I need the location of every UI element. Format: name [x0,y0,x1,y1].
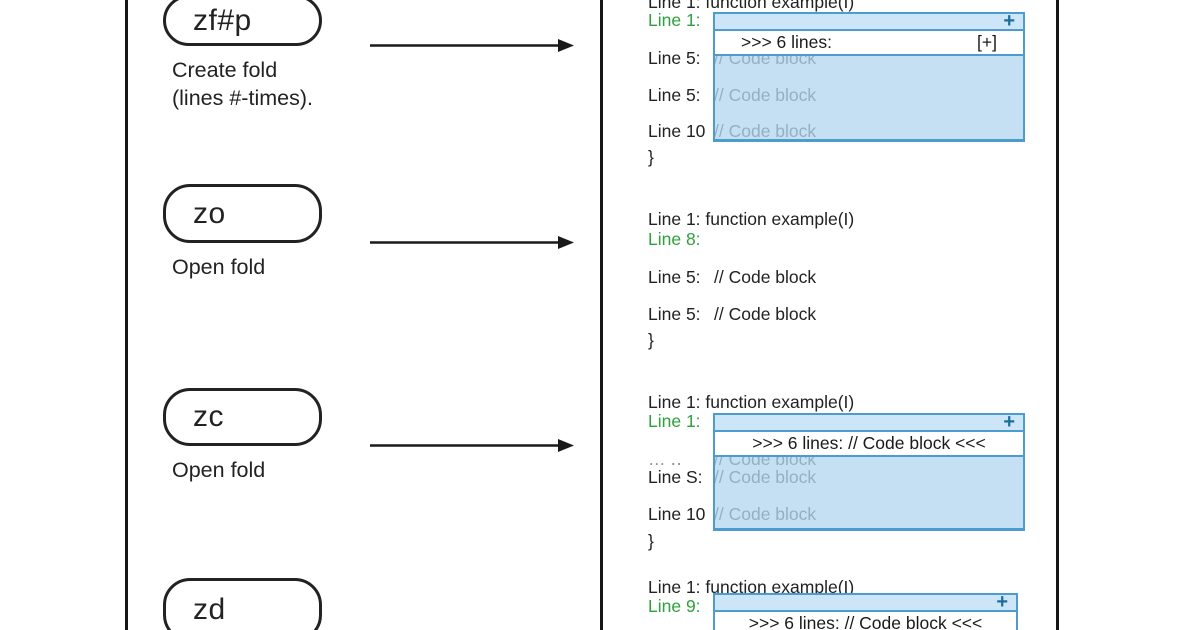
command-description: Open fold [172,458,266,482]
right-column-divider [1056,0,1059,630]
code-line: Line 1: function example(I) [648,209,855,229]
fold-summary-band: >>> 6 lines: // Code block <<< [715,610,1016,630]
code-line-fold-start: Line 8: [648,229,701,249]
command-label: zd [193,593,226,626]
fold-overlay: + >>> 6 lines: // Code block <<< [713,411,1025,531]
command-label: zc [193,400,224,433]
command-box-zd: zd [163,578,322,630]
arrow-right [370,236,574,249]
arrow-right [370,439,574,452]
code-line-close-brace: } [648,147,654,167]
middle-column-divider [600,0,603,630]
code-line: Line 5:// Code block [648,267,817,287]
fold-summary-band: >>> 6 lines: // Code block <<< [715,430,1023,457]
arrow-right [370,39,574,52]
fold-expand-plus-icon: + [996,591,1008,613]
code-line-fold-start: Line 9: [648,596,701,616]
fold-expand-plus-icon: + [1003,411,1015,433]
code-line: Line 5:// Code block [648,304,817,324]
left-column-divider [125,0,128,630]
fold-summary-text: >>> 6 lines: // Code block <<< [748,613,983,630]
fold-summary-text: >>> 6 lines: [741,32,832,52]
command-label: zf#p [193,3,252,37]
code-line: Line 1: function example(I) [648,577,855,597]
code-line-fold-start: Line 1: [648,10,701,30]
command-box-zf: zf#p [163,0,322,46]
fold-header: + [715,591,1016,613]
fold-expand-plus-icon: + [1003,10,1015,32]
fold-plus-badge: [+] [977,32,997,52]
code-line-close-brace: } [648,531,654,551]
command-label: zo [193,196,226,230]
code-line-close-brace: } [648,330,654,350]
fold-summary-text: >>> 6 lines: // Code block <<< [752,433,986,453]
fold-overlay: + >>> 6 lines: [+] [713,10,1025,142]
fold-overlay: + >>> 6 lines: // Code block <<< [713,591,1018,630]
command-description: Create fold (lines #-times). [172,58,313,110]
command-box-zo: zo [163,184,322,243]
code-line-fold-start: Line 1: [648,411,701,431]
command-description: Open fold [172,255,266,279]
fold-header: + [715,10,1023,32]
fold-summary-band: >>> 6 lines: [+] [715,29,1023,56]
code-line: Line 1: function example(I) [648,392,855,412]
command-box-zc: zc [163,388,322,446]
fold-header: + [715,411,1023,433]
code-line: Line 1: function example(I) [648,0,855,12]
